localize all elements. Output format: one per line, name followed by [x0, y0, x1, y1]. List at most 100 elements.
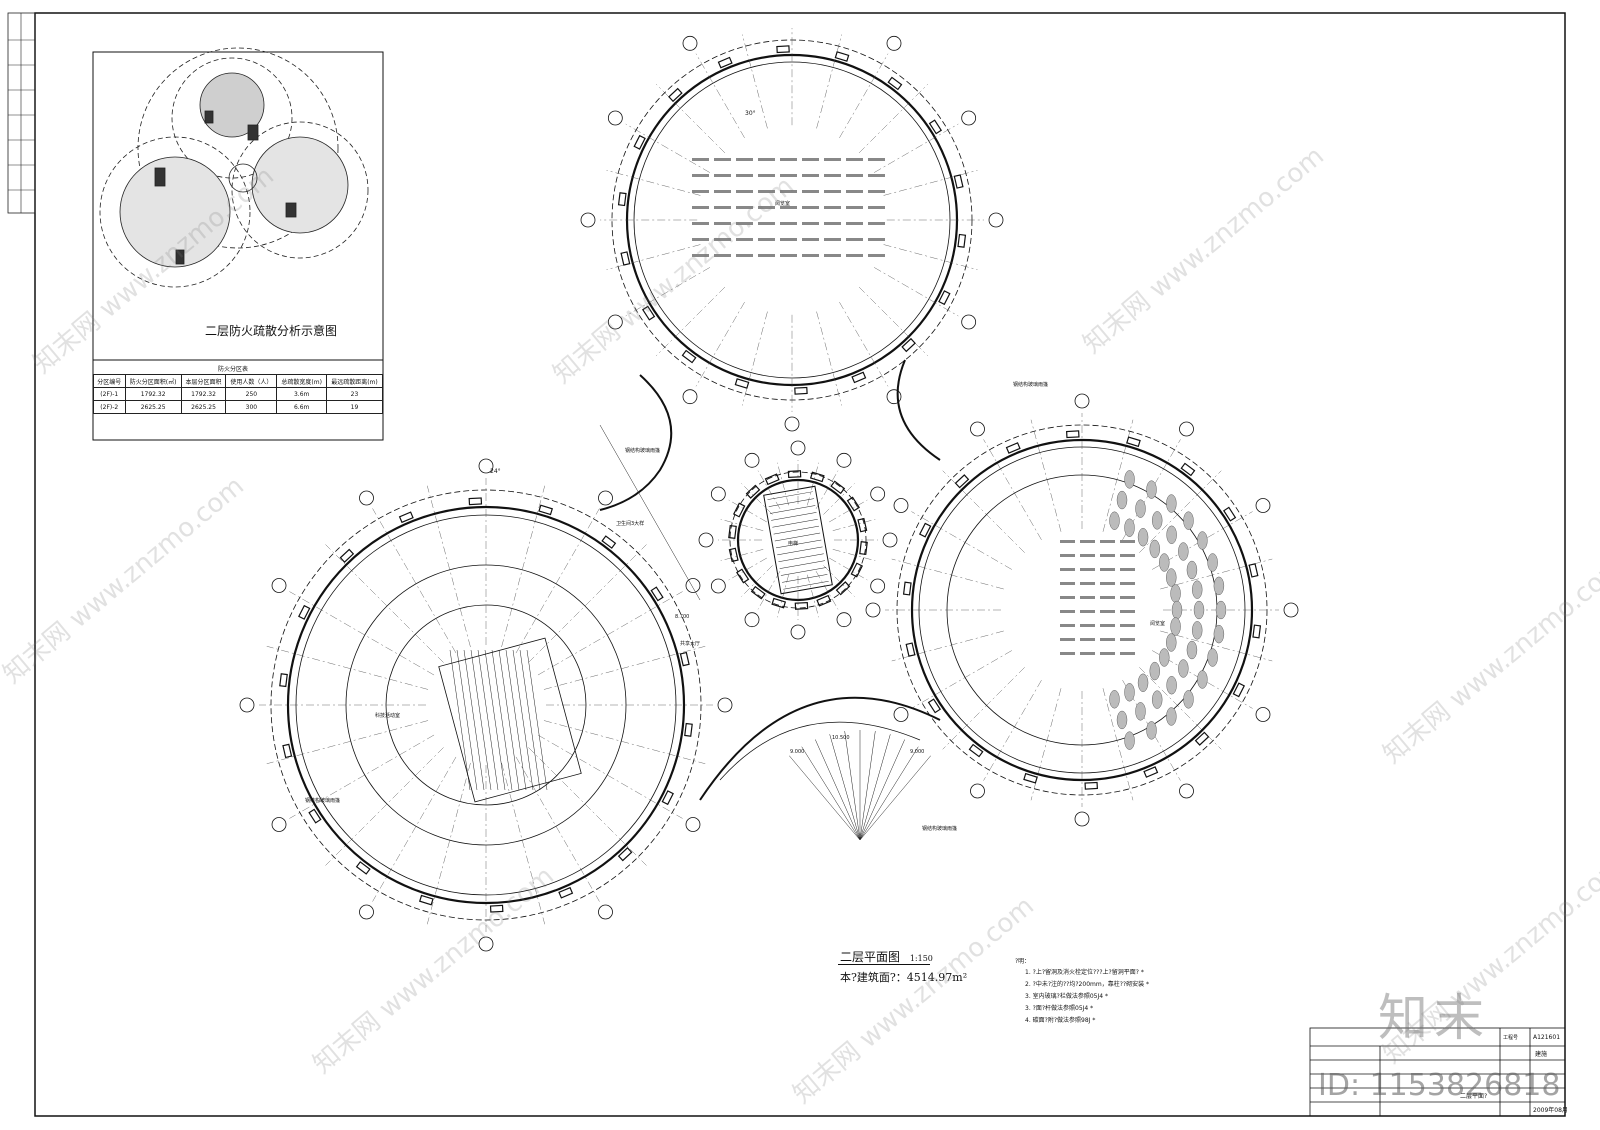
round-table: [1166, 525, 1177, 544]
desk: [846, 158, 863, 161]
escalator-step: [780, 567, 827, 576]
grid-bubble: [870, 486, 886, 502]
axis-line: [1160, 630, 1273, 662]
desk: [1060, 652, 1075, 655]
grid-bubble: [717, 697, 733, 713]
grid-bubble: [744, 452, 760, 468]
note-item: 3. 室内玻璃?栏做法参照05J4 *: [1025, 993, 1108, 1000]
east-hall-label: 阅览室: [1150, 621, 1166, 627]
desk: [736, 206, 753, 209]
plan-title-underline: [838, 964, 930, 965]
axis-line: [823, 483, 855, 515]
canopy-label: 钢结构玻璃雨篷: [625, 448, 661, 454]
note-item: 3. ?面?杆做法参照05J4 *: [1025, 1005, 1094, 1012]
elevation-mark: 9.000: [910, 749, 925, 755]
grid-bubble: [970, 421, 985, 437]
escalator-step: [767, 491, 813, 500]
axis-line: [807, 574, 819, 618]
window: [816, 594, 832, 607]
desk: [846, 222, 863, 225]
escalator: [763, 485, 833, 595]
round-table: [1178, 542, 1189, 561]
axis-line: [515, 756, 600, 902]
axis-line: [883, 244, 978, 270]
seat-row: [505, 649, 527, 791]
grid-bubble: [359, 490, 374, 506]
note-item: 2. ?中未?注的??均?200mm，靠柱??砌安装 *: [1025, 981, 1149, 988]
grid-bubble: [865, 602, 881, 618]
round-table: [1186, 560, 1198, 580]
escalator-step: [779, 560, 826, 569]
window: [668, 87, 683, 103]
axis-line: [832, 519, 876, 531]
axis-line: [777, 462, 789, 506]
grid-bubble: [239, 697, 255, 713]
grid-bubble: [1074, 393, 1090, 409]
desk: [868, 190, 885, 193]
zone-cell: 1792.32: [124, 387, 182, 401]
round-table: [1178, 659, 1189, 678]
window: [661, 790, 674, 806]
grid-bubble: [685, 817, 701, 832]
elevation-mark: 10.500: [832, 735, 850, 741]
project-no: A121601: [1533, 1034, 1561, 1041]
window: [650, 586, 664, 602]
desk: [714, 158, 731, 161]
axis-line: [742, 34, 768, 129]
desk: [802, 158, 819, 161]
window: [1222, 506, 1237, 522]
window: [1194, 731, 1210, 746]
watermark-id: ID: 1153826818: [1318, 1068, 1561, 1103]
seat-row: [498, 649, 520, 791]
desk: [802, 206, 819, 209]
note-item: 4. 碳面?附?做法参照98J *: [1025, 1017, 1096, 1024]
axis-line: [741, 483, 773, 515]
canopy-rib: [801, 746, 861, 841]
desk: [1100, 582, 1115, 585]
stair-note: 卫生间3大样: [616, 521, 645, 527]
desk: [802, 190, 819, 193]
desk: [758, 206, 775, 209]
axis-line: [543, 646, 706, 690]
desk: [1080, 540, 1095, 543]
corridor-wall: [896, 359, 941, 461]
grid-bubble: [682, 389, 698, 405]
axis-line: [942, 667, 1025, 750]
zone-cell: 19: [325, 400, 384, 414]
round-table: [1207, 553, 1218, 572]
axis-line: [757, 470, 781, 509]
window: [787, 470, 802, 479]
window: [717, 56, 733, 69]
canopy-label: 钢结构玻璃雨篷: [305, 798, 341, 804]
desk: [846, 238, 863, 241]
axis-line: [858, 286, 928, 356]
desk: [1080, 652, 1095, 655]
round-table: [1166, 676, 1177, 695]
grid-bubble: [893, 498, 909, 513]
window: [809, 471, 825, 483]
desk: [1080, 638, 1095, 641]
grid-bubble: [359, 904, 374, 920]
note-item: 1. ?上?留洞及消火栓定位???上?留洞平面? *: [1025, 969, 1144, 976]
round-table: [1197, 531, 1208, 550]
desk: [824, 158, 841, 161]
notes-heading: ?明：: [1015, 958, 1031, 965]
escalator-step: [774, 532, 821, 542]
elevation-mark: 8.700: [675, 614, 690, 620]
zone-cell: 2625.25: [124, 400, 182, 414]
axis-line: [606, 170, 701, 196]
axis-line: [728, 499, 767, 523]
desk: [1060, 596, 1075, 599]
window: [279, 673, 288, 688]
window: [736, 568, 750, 584]
desk: [1120, 596, 1135, 599]
round-table: [1166, 633, 1177, 652]
evacuation-diagram: [99, 47, 369, 288]
grid-bubble: [836, 452, 852, 468]
grid-bubble: [598, 490, 613, 506]
escalator-step: [776, 539, 822, 549]
corridor-wall: [599, 374, 673, 511]
desk: [1060, 554, 1075, 557]
window: [398, 511, 414, 524]
desk: [780, 174, 797, 177]
